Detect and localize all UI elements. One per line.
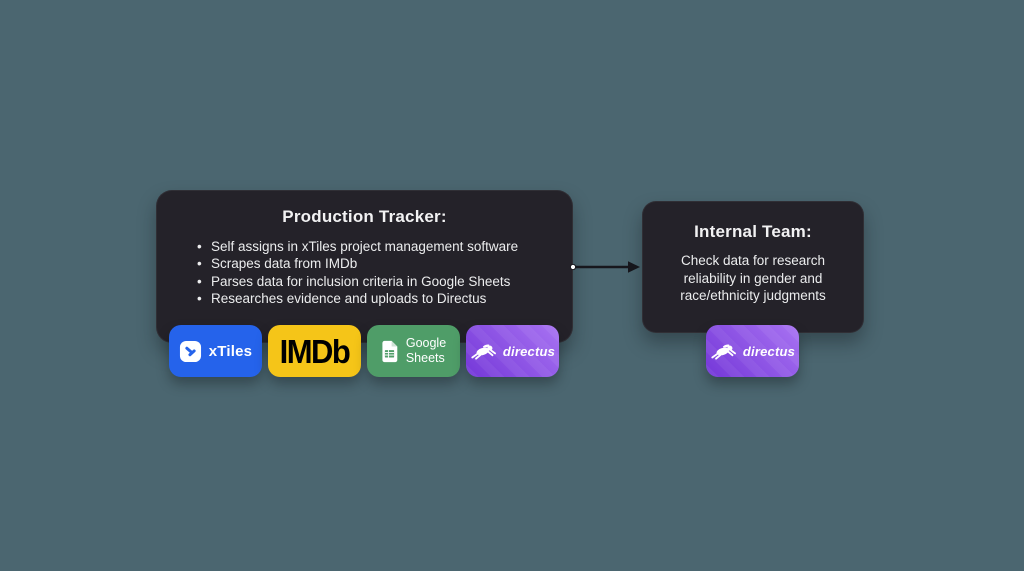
xtiles-icon <box>179 340 201 362</box>
directus-rabbit-icon <box>471 343 496 360</box>
internal-team-box: Internal Team: Check data for research r… <box>642 201 864 333</box>
list-item: Self assigns in xTiles project managemen… <box>197 238 572 256</box>
list-item: Researches evidence and uploads to Direc… <box>197 290 572 308</box>
xtiles-badge: xTiles <box>169 325 262 377</box>
internal-team-description: Check data for research reliability in g… <box>680 253 826 303</box>
imdb-label: IMDb <box>279 332 351 370</box>
google-sheets-icon <box>382 340 398 362</box>
xtiles-label: xTiles <box>208 342 253 360</box>
directus-rabbit-icon <box>711 343 736 360</box>
list-item: Scrapes data from IMDb <box>197 255 572 273</box>
directus-label: directus <box>502 343 556 359</box>
production-tracker-box: Production Tracker: Self assigns in xTil… <box>156 190 573 343</box>
list-item: Parses data for inclusion criteria in Go… <box>197 273 572 291</box>
arrowhead-icon <box>628 261 640 273</box>
directus-label: directus <box>742 343 796 359</box>
directus-badge: directus <box>706 325 799 377</box>
arrow-start-dot-icon <box>569 263 577 271</box>
connector-arrow-icon <box>569 261 640 273</box>
production-tracker-list: Self assigns in xTiles project managemen… <box>157 238 572 308</box>
production-tracker-title: Production Tracker: <box>282 207 447 226</box>
imdb-badge: IMDb <box>268 325 361 377</box>
internal-team-title: Internal Team: <box>694 222 812 241</box>
directus-badge: directus <box>466 325 559 377</box>
